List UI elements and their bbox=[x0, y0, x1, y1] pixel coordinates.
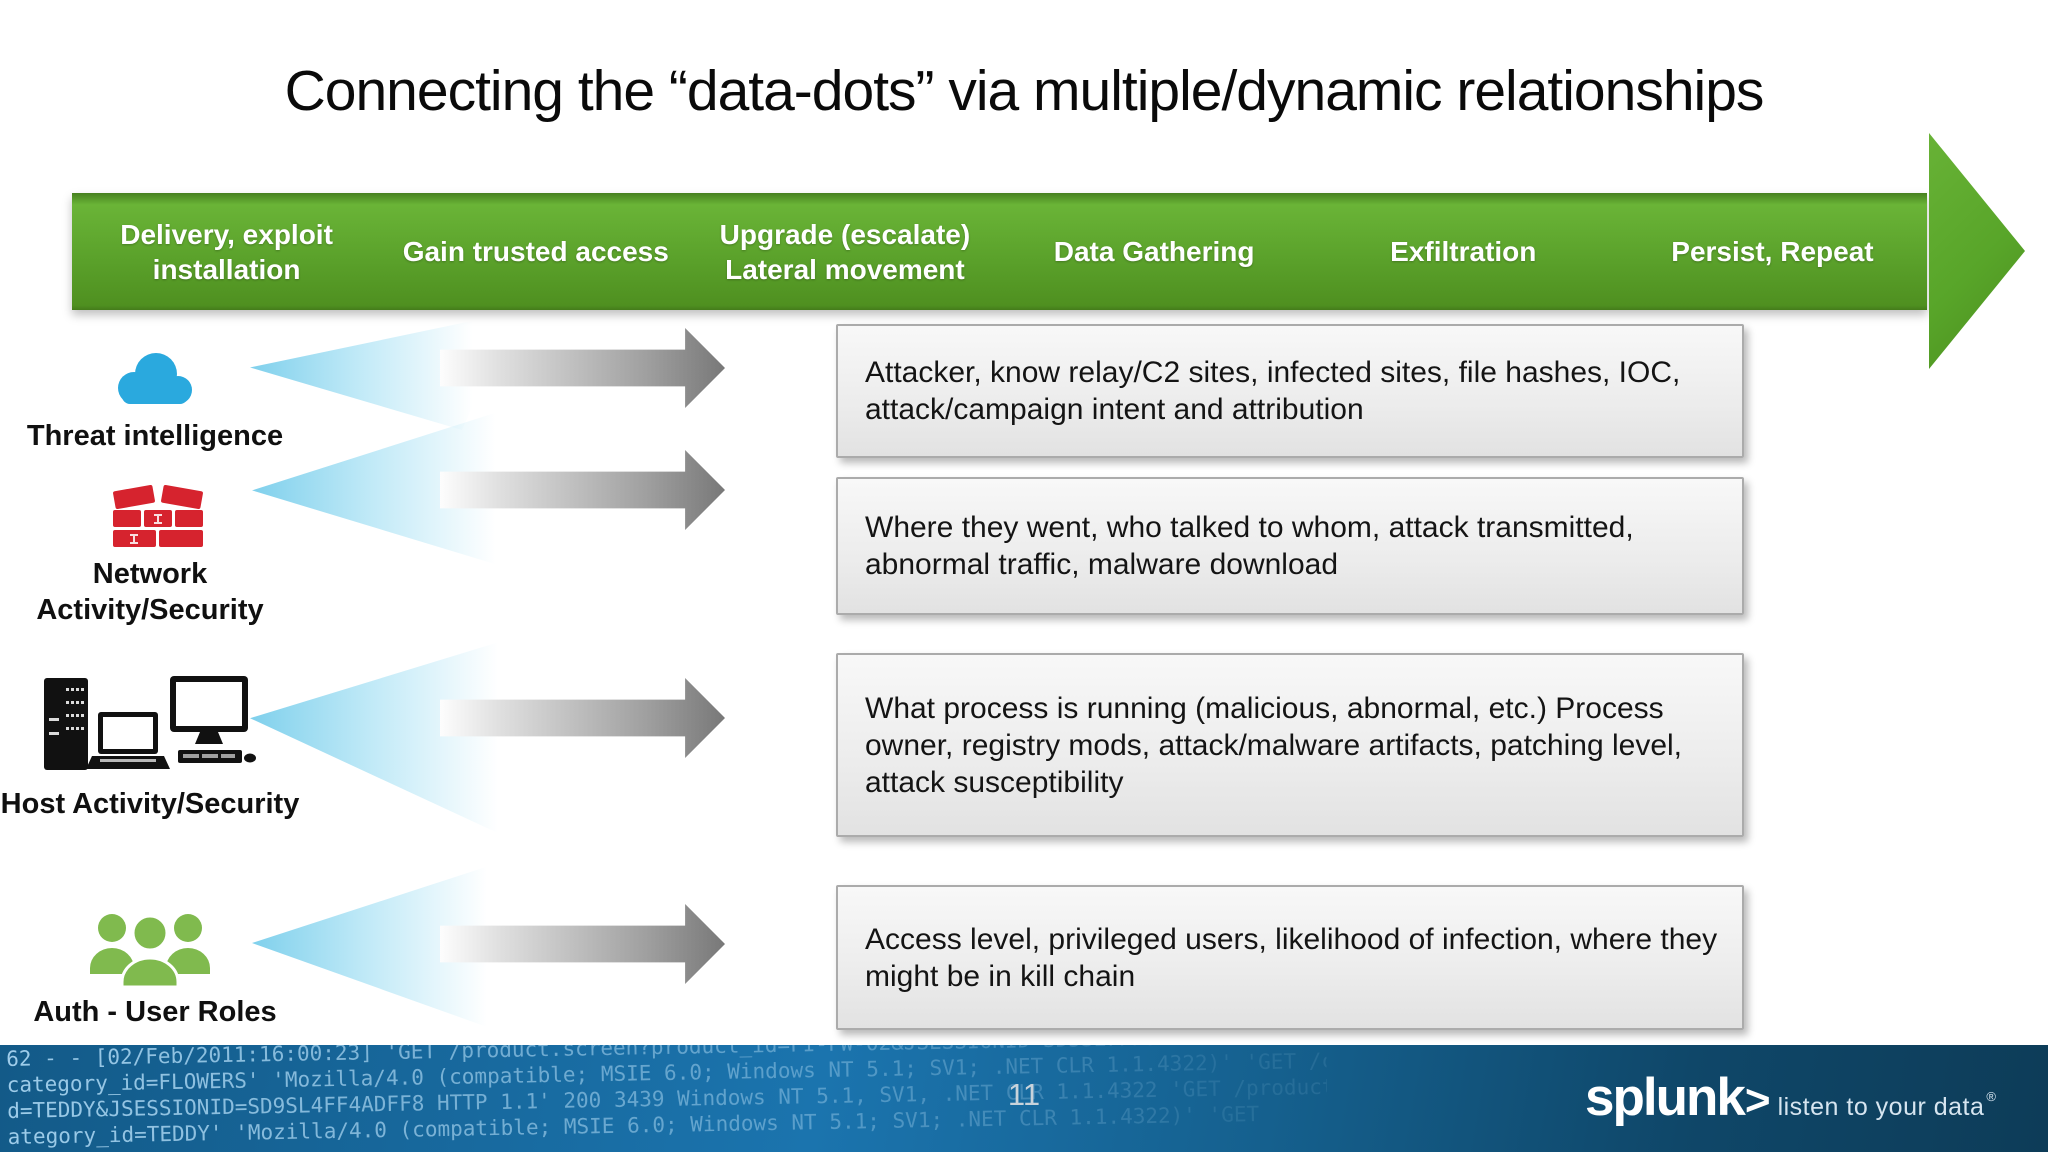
kill-chain-banner: Delivery, exploit installation Gain trus… bbox=[72, 193, 1927, 310]
description-text: Attacker, know relay/C2 sites, infected … bbox=[865, 356, 1681, 426]
stage-delivery-exploit-installation: Delivery, exploit installation bbox=[72, 217, 381, 287]
stage-label: Delivery, exploit installation bbox=[120, 218, 333, 285]
splunk-chevron-icon: > bbox=[1744, 1076, 1771, 1125]
host-computers-icon bbox=[42, 674, 257, 791]
kill-chain-arrowhead bbox=[1929, 133, 2025, 369]
stage-exfiltration: Exfiltration bbox=[1309, 234, 1618, 269]
label-threat-intelligence: Threat intelligence bbox=[26, 420, 284, 452]
user-group-icon bbox=[80, 906, 220, 1003]
splunk-logo: splunk> listen to your data ® bbox=[1585, 1067, 1996, 1128]
stage-data-gathering: Data Gathering bbox=[1000, 234, 1309, 269]
description-box-auth: Access level, privileged users, likeliho… bbox=[836, 885, 1744, 1030]
description-text: Where they went, who talked to whom, att… bbox=[865, 511, 1634, 581]
label-auth-user-roles: Auth - User Roles bbox=[33, 996, 277, 1028]
stage-label: Gain trusted access bbox=[402, 236, 669, 267]
splunk-tagline: listen to your data bbox=[1777, 1093, 1985, 1121]
splunk-wordmark: splunk bbox=[1585, 1068, 1746, 1127]
stage-label: Upgrade (escalate) Lateral movement bbox=[719, 218, 971, 285]
slide-title: Connecting the “data-dots” via multiple/… bbox=[284, 59, 1765, 123]
stage-gain-trusted-access: Gain trusted access bbox=[381, 234, 690, 269]
cloud-icon bbox=[108, 348, 200, 415]
description-box-threat-intelligence: Attacker, know relay/C2 sites, infected … bbox=[836, 324, 1744, 458]
stage-upgrade-lateral-movement: Upgrade (escalate) Lateral movement bbox=[690, 217, 999, 287]
label-network-activity-security: Network Activity/Security bbox=[36, 558, 264, 626]
description-text: Access level, privileged users, likeliho… bbox=[865, 922, 1718, 993]
machine-data-log: 62 - - [02/Feb/2011:16:00:23] 'GET /prod… bbox=[6, 1045, 1460, 1150]
stage-persist-repeat: Persist, Repeat bbox=[1618, 234, 1927, 269]
stage-label: Data Gathering bbox=[1053, 236, 1255, 267]
page-number: 11 bbox=[1007, 1077, 1041, 1112]
label-host-activity-security: Host Activity/Security bbox=[0, 788, 300, 820]
footer-bar: 62 - - [02/Feb/2011:16:00:23] 'GET /prod… bbox=[0, 1045, 2048, 1152]
firewall-icon bbox=[110, 472, 206, 561]
description-text: What process is running (malicious, abno… bbox=[865, 691, 1683, 799]
description-box-network: Where they went, who talked to whom, att… bbox=[836, 477, 1744, 615]
description-box-host: What process is running (malicious, abno… bbox=[836, 653, 1744, 837]
stage-label: Exfiltration bbox=[1390, 236, 1537, 267]
registered-trademark: ® bbox=[1986, 1089, 1996, 1104]
stage-label: Persist, Repeat bbox=[1671, 236, 1874, 267]
